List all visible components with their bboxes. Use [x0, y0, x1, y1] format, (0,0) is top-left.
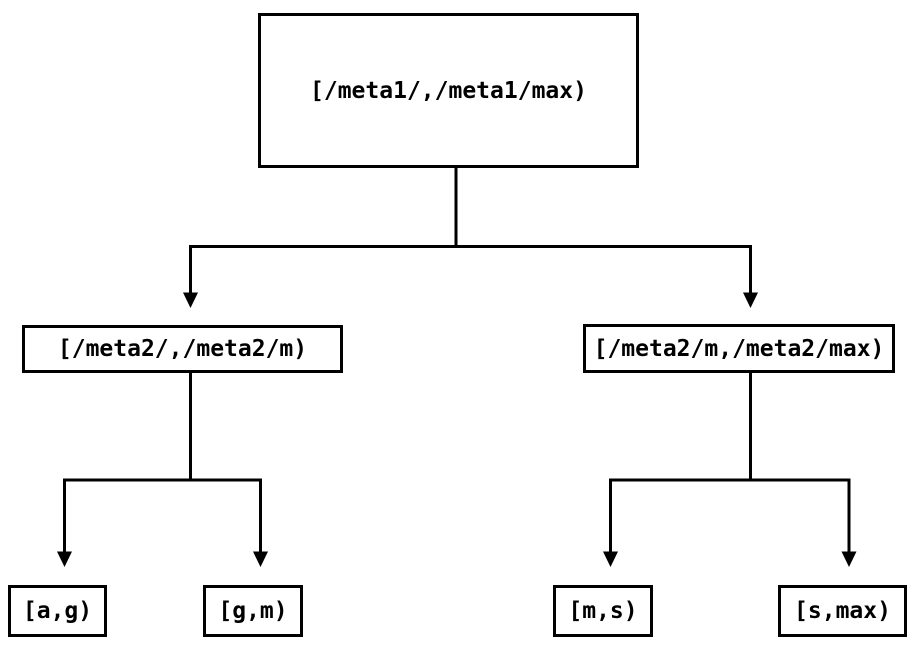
node-leaf-s-max-label: [s,max): [794, 598, 891, 624]
node-meta2-low-interval: [/meta2/,/meta2/m): [22, 325, 343, 373]
arrowhead-to-leaf-s-max-icon: [841, 551, 857, 567]
edge-meta2-low-to-leaves: [63, 373, 262, 553]
edge-root-to-children: [189, 168, 752, 295]
node-leaf-m-s-label: [m,s): [568, 598, 638, 624]
node-root-interval: [/meta1/,/meta1/max): [258, 13, 639, 168]
node-leaf-a-g-label: [a,g): [22, 598, 93, 624]
node-leaf-g-m-label: [g,m): [218, 598, 288, 624]
arrowhead-to-leaf-m-s-icon: [603, 551, 618, 567]
node-meta2-low-label: [/meta2/,/meta2/m): [57, 336, 308, 362]
node-meta2-high-label: [/meta2/m,/meta2/max): [593, 335, 885, 362]
node-root-label: [/meta1/,/meta1/max): [310, 77, 587, 104]
node-leaf-a-g: [a,g): [8, 585, 107, 637]
arrowhead-to-meta2-low-icon: [183, 292, 198, 308]
edge-meta2-high-to-leaves: [609, 373, 851, 553]
node-leaf-g-m: [g,m): [203, 585, 303, 637]
arrowhead-to-leaf-g-m-icon: [253, 551, 268, 567]
node-leaf-s-max: [s,max): [778, 585, 907, 637]
node-leaf-m-s: [m,s): [553, 585, 653, 637]
arrowhead-to-leaf-a-g-icon: [57, 551, 72, 567]
node-meta2-high-interval: [/meta2/m,/meta2/max): [583, 324, 895, 373]
arrowhead-to-meta2-high-icon: [743, 292, 758, 308]
